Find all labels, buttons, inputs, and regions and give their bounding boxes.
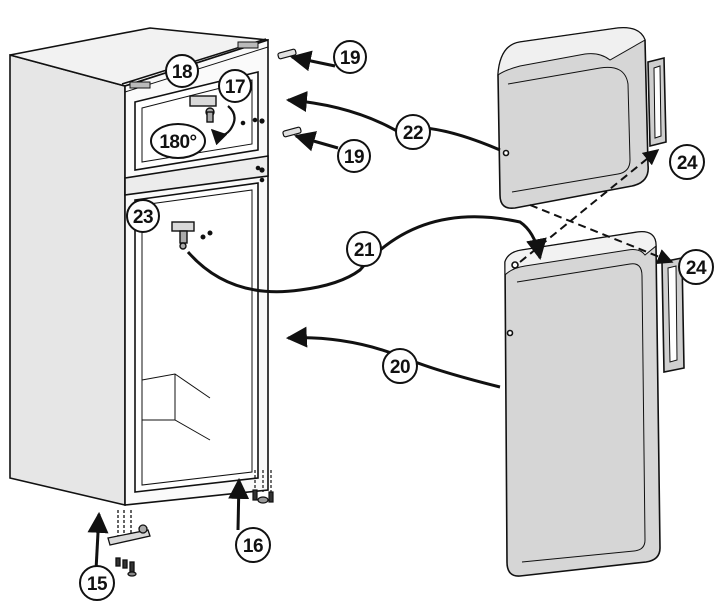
svg-text:16: 16 — [243, 536, 263, 557]
callout-19-lower: 19 — [337, 139, 371, 173]
arrow-21 — [186, 215, 547, 294]
arrow-15 — [87, 511, 109, 571]
arrow-17-rotation — [210, 105, 236, 146]
bottom-right-screws — [252, 470, 274, 504]
top-hinge-assembly — [189, 95, 258, 126]
callout-19-upper: 19 — [333, 40, 367, 74]
arrow-24-upper — [519, 148, 660, 263]
compartment-divider — [124, 155, 269, 196]
arrow-16 — [228, 477, 250, 531]
top-hinge-plate — [189, 95, 217, 107]
callout-24-upper: 24 — [669, 144, 705, 180]
callout-180: 180° — [150, 123, 206, 159]
svg-text:20: 20 — [390, 357, 410, 378]
callout-21: 21 — [346, 231, 382, 267]
svg-text:17: 17 — [225, 77, 245, 98]
callout-20: 20 — [382, 348, 418, 384]
freezer-door — [497, 26, 667, 210]
svg-text:21: 21 — [354, 240, 375, 261]
pin-lower — [282, 126, 302, 138]
arrow-19-lower — [293, 131, 339, 152]
svg-text:19: 19 — [340, 48, 360, 69]
bottom-hinge-assembly — [107, 510, 151, 577]
bottom-hinge-bracket — [107, 529, 151, 546]
svg-text:18: 18 — [172, 62, 192, 83]
arrow-22 — [285, 91, 501, 152]
callout-15: 15 — [79, 565, 115, 601]
fridge-compartment — [134, 182, 259, 493]
svg-text:19: 19 — [344, 147, 364, 168]
callout-23: 23 — [126, 199, 160, 233]
middle-hinge-assembly — [171, 221, 213, 250]
svg-text:22: 22 — [403, 123, 423, 144]
callout-17: 17 — [218, 69, 252, 103]
svg-text:15: 15 — [87, 574, 108, 595]
middle-hinge-plate — [171, 221, 195, 232]
callout-18: 18 — [165, 54, 199, 88]
callouts: 18 17 180° 19 19 22 23 21 20 24 24 16 15 — [79, 40, 714, 601]
cabinet-side-panel — [9, 53, 126, 507]
callout-16: 16 — [235, 527, 271, 563]
callout-24-lower: 24 — [678, 249, 714, 285]
svg-text:23: 23 — [133, 207, 153, 228]
fridge-door — [504, 230, 685, 577]
callout-22: 22 — [395, 114, 431, 150]
svg-text:24: 24 — [677, 153, 698, 174]
hinge-pins — [277, 48, 302, 138]
svg-text:180°: 180° — [159, 132, 196, 153]
svg-text:24: 24 — [686, 258, 707, 279]
arrow-19-upper — [289, 50, 336, 72]
